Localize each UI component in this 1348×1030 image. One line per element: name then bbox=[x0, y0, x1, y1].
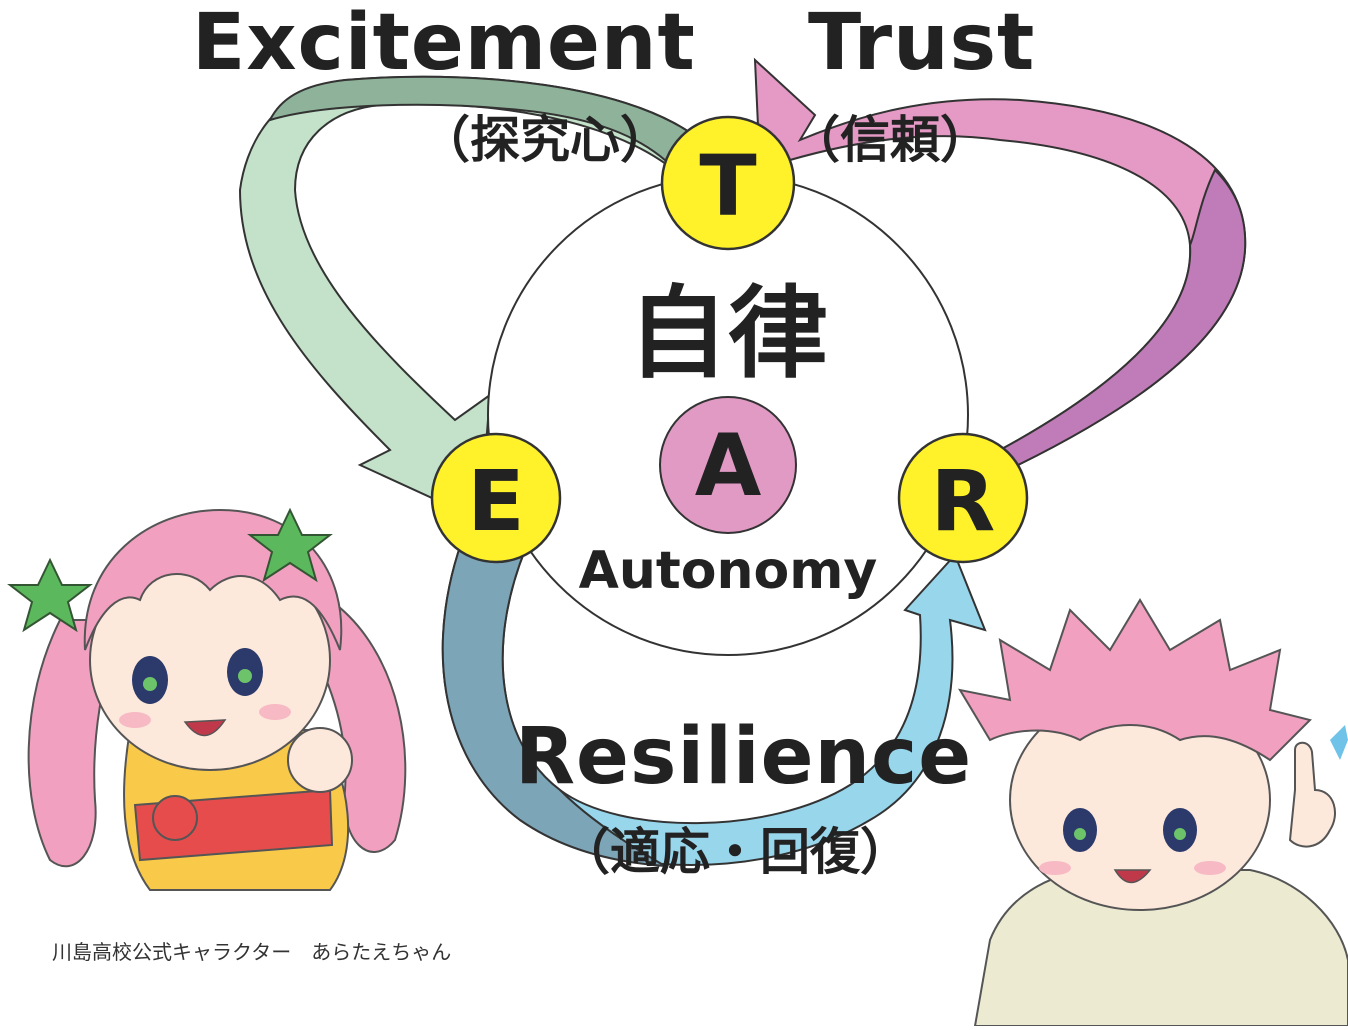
trust-arrow bbox=[753, 57, 1247, 467]
node-t-letter: T bbox=[699, 137, 756, 235]
boy-character-illustration bbox=[957, 598, 1348, 1027]
node-a-letter: A bbox=[695, 416, 762, 516]
trust-label: Trust bbox=[808, 0, 1036, 88]
character-caption: 川島高校公式キャラクター あらたえちゃん bbox=[52, 940, 452, 964]
excitement-label: Excitement bbox=[192, 0, 696, 88]
node-a bbox=[659, 396, 797, 534]
node-e-letter: E bbox=[467, 452, 524, 550]
node-r-letter: R bbox=[931, 452, 996, 550]
node-e bbox=[430, 432, 562, 564]
excitement-jp-label: （探究心） bbox=[420, 111, 670, 169]
center-jp-label: 自律 bbox=[628, 275, 828, 392]
node-t bbox=[660, 115, 796, 251]
excitement-arrow bbox=[238, 75, 714, 522]
trust-jp-label: （信頼） bbox=[790, 111, 990, 169]
girl-character-illustration bbox=[7, 507, 407, 891]
resilience-jp-label: （適応・回復） bbox=[560, 823, 910, 881]
center-en-label: Autonomy bbox=[579, 541, 878, 601]
resilience-label: Resilience bbox=[515, 712, 973, 802]
node-r bbox=[897, 432, 1029, 564]
